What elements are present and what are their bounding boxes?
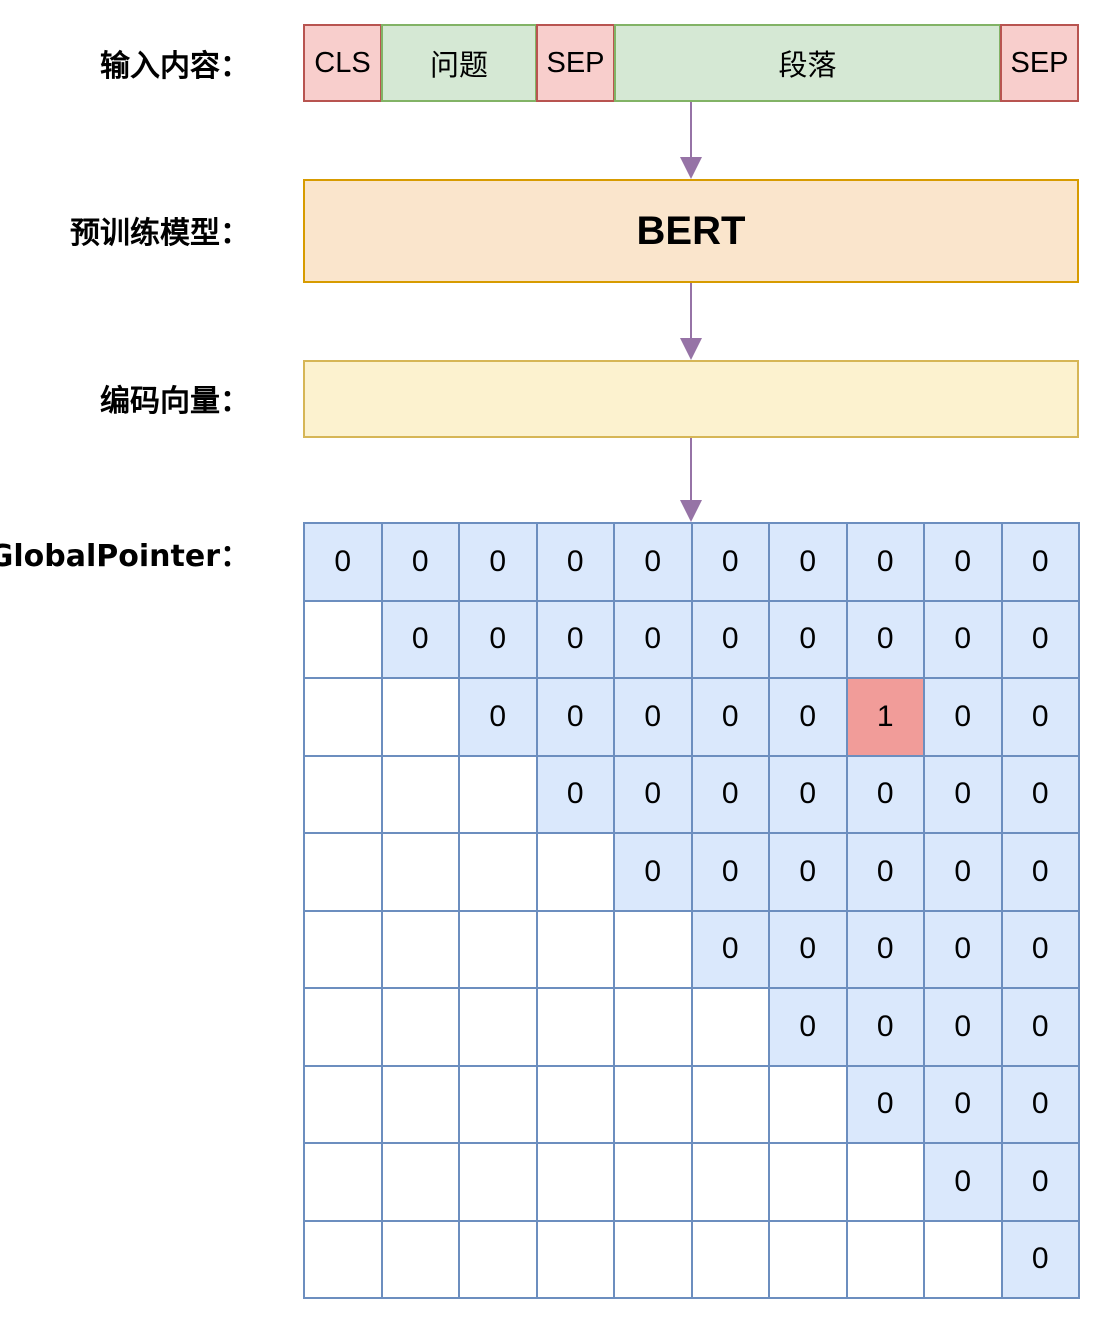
matrix-cell: 0	[1000, 832, 1080, 912]
matrix-cell: 0	[1000, 909, 1080, 989]
matrix-cell: 0	[845, 754, 925, 834]
matrix-cell: 0	[923, 754, 1003, 834]
matrix-cell: 0	[845, 522, 925, 602]
matrix-cell: 0	[1000, 1064, 1080, 1144]
token-cls: CLS	[303, 24, 382, 102]
matrix-cell	[303, 909, 383, 989]
matrix-cell: 0	[535, 522, 615, 602]
matrix-cell: 0	[1000, 599, 1080, 679]
matrix-cell	[380, 832, 460, 912]
bert-model-box: BERT	[303, 179, 1079, 283]
matrix-cell: 0	[768, 909, 848, 989]
label-globalpointer: GlobalPointer：	[0, 539, 250, 574]
matrix-cell: 0	[845, 832, 925, 912]
matrix-cell: 0	[458, 522, 538, 602]
matrix-cell: 0	[923, 1064, 1003, 1144]
matrix-cell	[380, 987, 460, 1067]
matrix-cell: 0	[1000, 987, 1080, 1067]
matrix-cell: 0	[690, 832, 770, 912]
matrix-cell: 0	[1000, 522, 1080, 602]
matrix-cell: 0	[1000, 677, 1080, 757]
matrix-cell: 0	[613, 754, 693, 834]
matrix-cell	[690, 987, 770, 1067]
matrix-cell	[303, 832, 383, 912]
matrix-cell: 0	[690, 522, 770, 602]
matrix-cell	[535, 1142, 615, 1222]
matrix-cell	[303, 599, 383, 679]
token-sep-end: SEP	[1000, 24, 1079, 102]
matrix-cell	[380, 1142, 460, 1222]
matrix-cell	[535, 1219, 615, 1299]
matrix-cell: 0	[690, 677, 770, 757]
matrix-cell: 0	[768, 522, 848, 602]
matrix-cell	[923, 1219, 1003, 1299]
matrix-cell	[458, 987, 538, 1067]
label-model: 预训练模型：	[70, 216, 250, 251]
label-input: 输入内容：	[100, 49, 250, 84]
matrix-cell	[380, 909, 460, 989]
matrix-cell-highlight: 1	[845, 677, 925, 757]
matrix-cell	[303, 754, 383, 834]
matrix-cell: 0	[1000, 754, 1080, 834]
label-vector: 编码向量：	[100, 384, 250, 419]
matrix-cell: 0	[690, 909, 770, 989]
matrix-cell: 0	[690, 754, 770, 834]
matrix-cell: 0	[1000, 1142, 1080, 1222]
encoding-vector-box	[303, 360, 1079, 438]
matrix-cell	[303, 1064, 383, 1144]
matrix-cell	[303, 1142, 383, 1222]
matrix-cell	[303, 1219, 383, 1299]
matrix-cell	[458, 1064, 538, 1144]
matrix-cell	[768, 1142, 848, 1222]
matrix-cell: 0	[923, 599, 1003, 679]
matrix-cell: 0	[613, 677, 693, 757]
matrix-cell	[613, 987, 693, 1067]
matrix-cell	[380, 1219, 460, 1299]
token-paragraph: 段落	[614, 24, 1001, 102]
matrix-cell: 0	[1000, 1219, 1080, 1299]
matrix-cell	[458, 1219, 538, 1299]
